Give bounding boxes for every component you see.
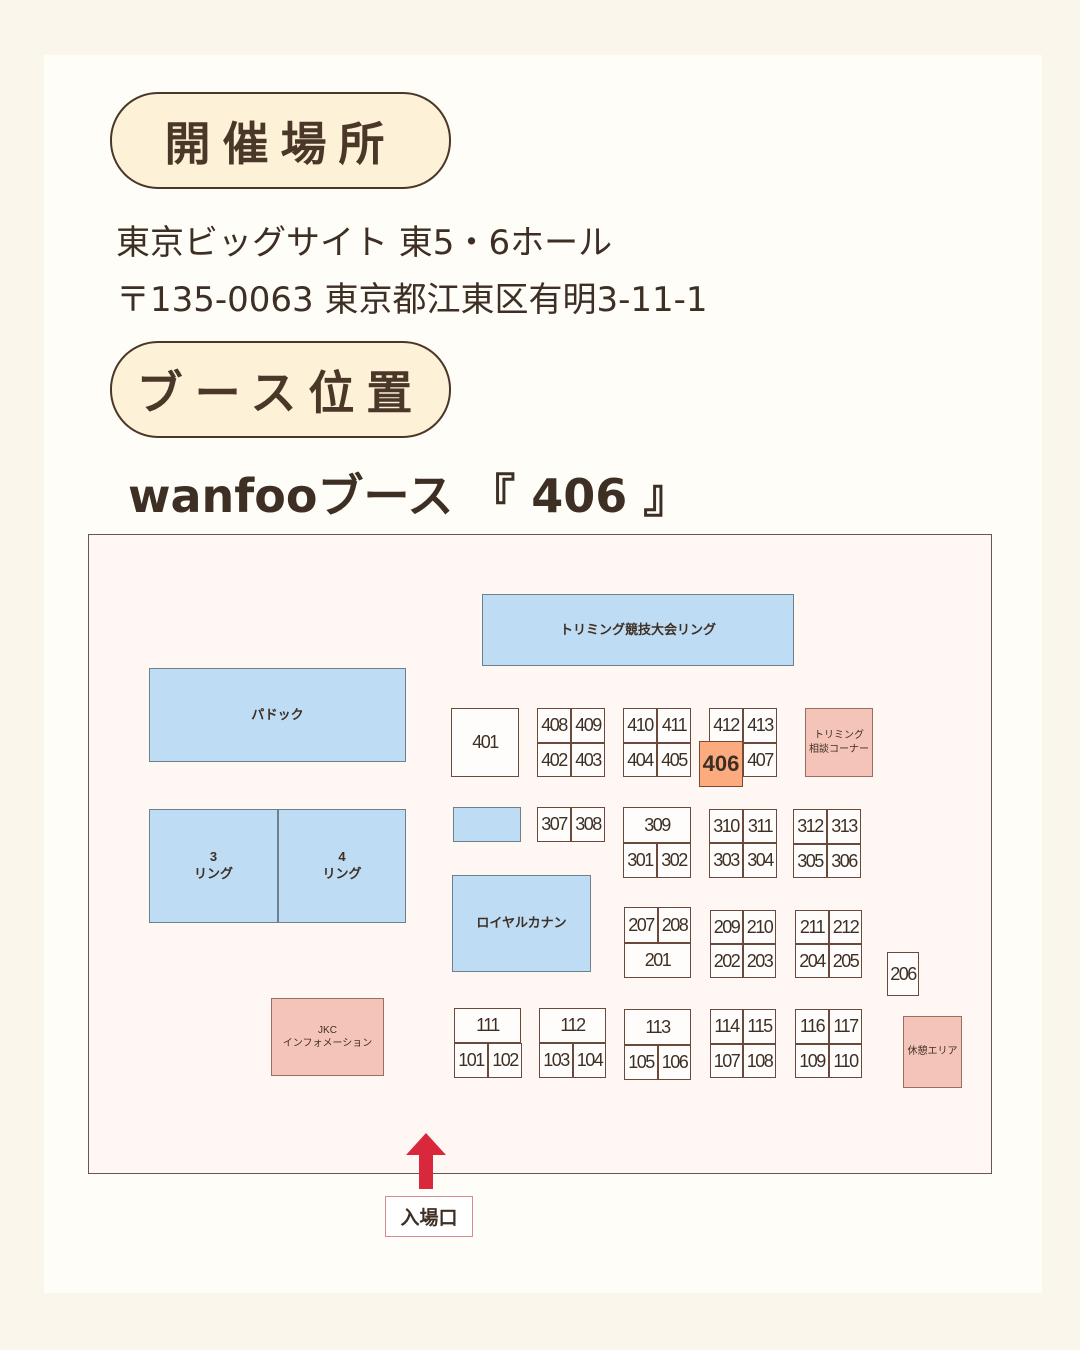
booth-107: 107 <box>710 1044 743 1078</box>
booth-312: 312 <box>793 809 827 844</box>
booth-410: 410 <box>623 708 657 743</box>
entrance-label: 入場口 <box>385 1196 473 1237</box>
booth-409: 409 <box>571 708 605 743</box>
booth-114: 114 <box>710 1009 743 1044</box>
booth-109: 109 <box>795 1044 829 1078</box>
booth-304: 304 <box>743 843 777 878</box>
booth-408: 408 <box>537 708 571 743</box>
booth-highlight: 406 <box>699 741 743 787</box>
booth-407: 407 <box>743 743 777 777</box>
booth-label: wanfooブース 『 406 』 <box>128 469 690 523</box>
booth-210: 210 <box>743 910 776 944</box>
booth-411: 411 <box>657 708 691 743</box>
booth-405: 405 <box>657 743 691 777</box>
booth-403: 403 <box>571 743 605 777</box>
booth-105: 105 <box>624 1045 658 1080</box>
booth-208: 208 <box>658 907 691 943</box>
booth-104: 104 <box>573 1043 606 1078</box>
booth-305: 305 <box>793 844 827 878</box>
booth-306: 306 <box>827 844 861 878</box>
area-ring-4: 4 リング <box>278 809 406 923</box>
area-rest: 休憩エリア <box>903 1016 962 1088</box>
booth-309: 309 <box>623 807 691 843</box>
area-royal-canin: ロイヤルカナン <box>452 875 591 972</box>
booth-211: 211 <box>795 910 829 944</box>
venue-address: 〒135-0063 東京都江東区有明3-11-1 <box>116 280 708 320</box>
booth-204: 204 <box>795 944 829 978</box>
booth-113: 113 <box>624 1009 691 1045</box>
booth-412: 412 <box>709 708 743 743</box>
booth-205: 205 <box>829 944 862 978</box>
booth-117: 117 <box>829 1009 862 1044</box>
area-grooming-ring: トリミング競技大会リング <box>482 594 794 666</box>
booth-303: 303 <box>709 843 743 878</box>
booth-209: 209 <box>710 910 743 944</box>
booth-heading: ブース位置 <box>110 341 451 438</box>
booth-203: 203 <box>743 944 776 978</box>
booth-307: 307 <box>537 807 571 842</box>
booth-206: 206 <box>887 952 919 996</box>
area-ring-3: 3 リング <box>149 809 278 923</box>
booth-108: 108 <box>743 1044 776 1078</box>
booth-301: 301 <box>623 843 657 878</box>
area-jkc-info: JKC インフォメーション <box>271 998 384 1076</box>
venue-heading: 開催場所 <box>110 92 451 189</box>
venue-name: 東京ビッグサイト 東5・6ホール <box>116 223 613 263</box>
area-unlabeled <box>453 807 521 842</box>
booth-413: 413 <box>743 708 777 743</box>
booth-402: 402 <box>537 743 571 777</box>
booth-103: 103 <box>539 1043 573 1078</box>
area-paddock: パドック <box>149 668 406 762</box>
booth-112: 112 <box>539 1008 606 1043</box>
booth-310: 310 <box>709 809 743 843</box>
booth-401: 401 <box>451 708 519 777</box>
area-grooming-consult: トリミング 相談コーナー <box>805 708 873 777</box>
booth-106: 106 <box>658 1045 691 1080</box>
entrance-arrow-icon <box>406 1133 446 1189</box>
booth-116: 116 <box>795 1009 829 1044</box>
booth-101: 101 <box>454 1043 488 1078</box>
booth-212: 212 <box>829 910 862 944</box>
booth-110: 110 <box>829 1044 862 1078</box>
booth-302: 302 <box>657 843 691 878</box>
booth-111: 111 <box>454 1008 521 1043</box>
booth-308: 308 <box>571 807 605 842</box>
booth-115: 115 <box>743 1009 776 1044</box>
booth-102: 102 <box>488 1043 522 1078</box>
booth-202: 202 <box>710 944 743 978</box>
booth-201: 201 <box>624 943 691 978</box>
booth-313: 313 <box>827 809 861 844</box>
booth-207: 207 <box>624 907 658 943</box>
booth-311: 311 <box>743 809 777 843</box>
booth-404: 404 <box>623 743 657 777</box>
